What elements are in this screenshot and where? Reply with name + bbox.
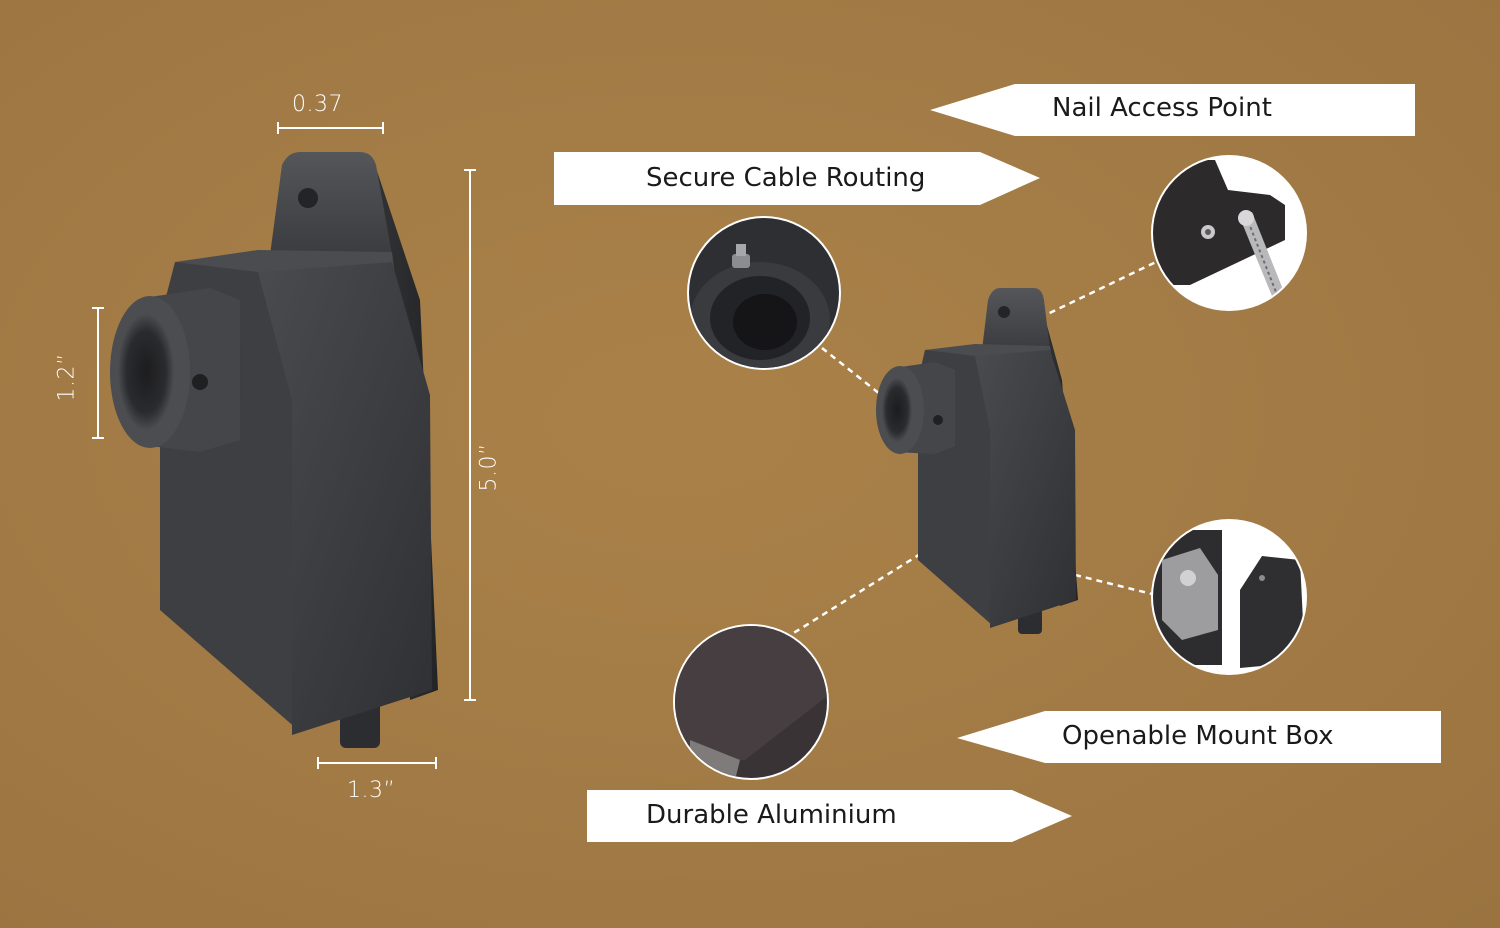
callout-cable-routing-label: Secure Cable Routing <box>646 163 926 193</box>
callout-aluminium-label: Durable Aluminium <box>646 800 897 830</box>
detail-cable-icon <box>687 216 841 370</box>
banner-cable-routing <box>554 152 1040 205</box>
detail-box-icon <box>1151 519 1307 675</box>
callout-mount-box-label: Openable Mount Box <box>1062 721 1334 751</box>
product-large-icon <box>110 152 438 748</box>
banner-nail-access <box>930 84 1415 136</box>
callout-nail-access-label: Nail Access Point <box>1052 93 1272 123</box>
dimension-lines <box>92 122 476 769</box>
dimension-thickness-label: 0.37 <box>292 92 343 117</box>
banner-aluminium <box>587 790 1072 842</box>
detail-nail-icon <box>1151 155 1307 311</box>
dimension-height-label: 5.0” <box>476 443 502 492</box>
banner-mount-box <box>957 711 1441 763</box>
dimension-bore-label: 1.2” <box>54 353 80 402</box>
dimension-width-label: 1.3” <box>347 778 396 803</box>
product-small-icon <box>876 288 1078 634</box>
detail-metal-icon <box>673 624 829 780</box>
